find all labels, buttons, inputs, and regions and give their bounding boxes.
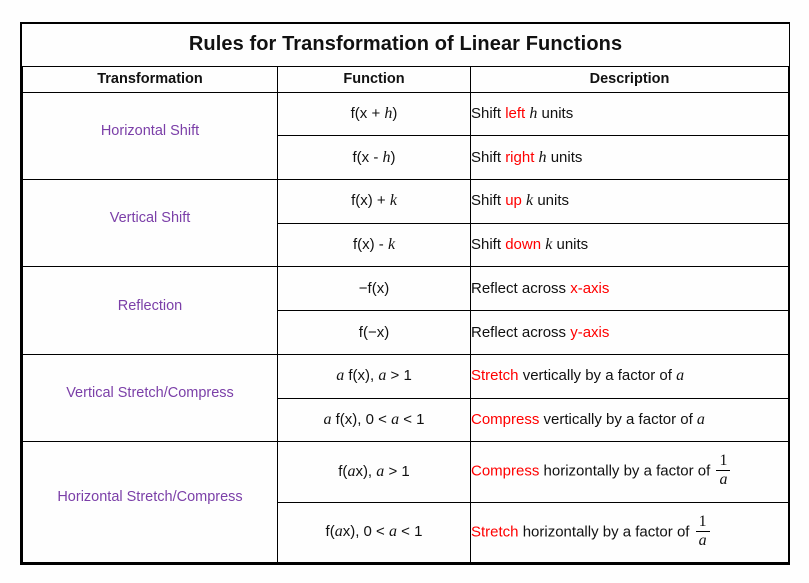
table-row: Horizontal Stretch/Compress f(ax), a > 1… bbox=[22, 441, 790, 563]
keyword-highlight: down bbox=[505, 236, 542, 254]
table-row: f(−x) Reflect across y-axis bbox=[23, 310, 790, 355]
table-row: Vertical Stretch/Compress a f(x), a > 1 … bbox=[22, 353, 790, 443]
table-row: Horizontal Shift f(x + h) Shift left h u… bbox=[22, 91, 790, 181]
function-cell: f(−x) bbox=[277, 310, 471, 355]
rules-table-container: Rules for Transformation of Linear Funct… bbox=[20, 22, 790, 565]
keyword-highlight: x-axis bbox=[570, 280, 610, 298]
function-cell: f(x) - k bbox=[277, 222, 471, 268]
function-cell: f(ax), 0 < a < 1 bbox=[277, 501, 471, 564]
function-cell: f(x + h) bbox=[277, 91, 471, 137]
function-cell: f(x - h) bbox=[277, 135, 471, 181]
page-title-cell: Rules for Transformation of Linear Funct… bbox=[22, 24, 789, 67]
description-cell: Compress vertically by a factor of a bbox=[469, 397, 790, 443]
page-title: Rules for Transformation of Linear Funct… bbox=[188, 33, 623, 56]
description-cell: Reflect across x-axis bbox=[469, 266, 790, 312]
transformation-label-vertical-stretch-compress: Vertical Stretch/Compress bbox=[22, 353, 278, 443]
description-cell: Reflect across y-axis bbox=[469, 310, 790, 355]
function-cell: f(ax), a > 1 bbox=[277, 441, 471, 503]
table-row: f(ax), 0 < a < 1 Stretch horizontally by… bbox=[23, 501, 790, 564]
keyword-highlight: Stretch bbox=[471, 523, 519, 541]
keyword-highlight: right bbox=[505, 148, 535, 166]
keyword-highlight: y-axis bbox=[570, 324, 610, 341]
description-cell: Shift down k units bbox=[469, 222, 790, 268]
function-cell: f(x) + k bbox=[277, 179, 471, 224]
description-cell: Shift right h units bbox=[469, 135, 790, 181]
keyword-highlight: Compress bbox=[471, 410, 540, 428]
column-header-description: Description bbox=[469, 65, 790, 93]
description-cell: Stretch vertically by a factor of a bbox=[469, 353, 790, 399]
fraction-bar bbox=[716, 470, 731, 472]
keyword-highlight: Compress bbox=[471, 462, 540, 480]
table-row: a f(x), 0 < a < 1 Compress vertically by… bbox=[23, 397, 790, 443]
function-cell: a f(x), a > 1 bbox=[277, 353, 471, 399]
function-cell: a f(x), 0 < a < 1 bbox=[277, 397, 471, 443]
rules-table: Rules for Transformation of Linear Funct… bbox=[22, 24, 790, 564]
transformation-label-horizontal-shift: Horizontal Shift bbox=[22, 91, 278, 181]
column-header-function: Function bbox=[277, 65, 471, 93]
transformation-label-horizontal-stretch-compress: Horizontal Stretch/Compress bbox=[22, 441, 278, 563]
fraction-bar bbox=[695, 530, 710, 532]
transformation-label-vertical-shift: Vertical Shift bbox=[22, 179, 278, 268]
table-title-row: Rules for Transformation of Linear Funct… bbox=[22, 24, 789, 67]
function-cell: −f(x) bbox=[277, 266, 471, 312]
keyword-highlight: up bbox=[505, 192, 522, 210]
table-row: Reflection −f(x) Reflect across x-axis bbox=[22, 266, 790, 355]
keyword-highlight: Stretch bbox=[471, 367, 519, 385]
transformation-label-reflection: Reflection bbox=[22, 266, 278, 355]
table-row: f(x) - k Shift down k units bbox=[23, 222, 790, 268]
table-row: f(x - h) Shift right h units bbox=[23, 135, 790, 181]
description-cell: Shift left h units bbox=[469, 91, 790, 137]
column-header-transformation: Transformation bbox=[22, 65, 278, 93]
keyword-highlight: left bbox=[505, 104, 526, 122]
description-cell: Shift up k units bbox=[469, 179, 790, 224]
table-row: Vertical Shift f(x) + k Shift up k units bbox=[22, 179, 790, 268]
table-header-row: Transformation Function Description bbox=[22, 65, 790, 93]
